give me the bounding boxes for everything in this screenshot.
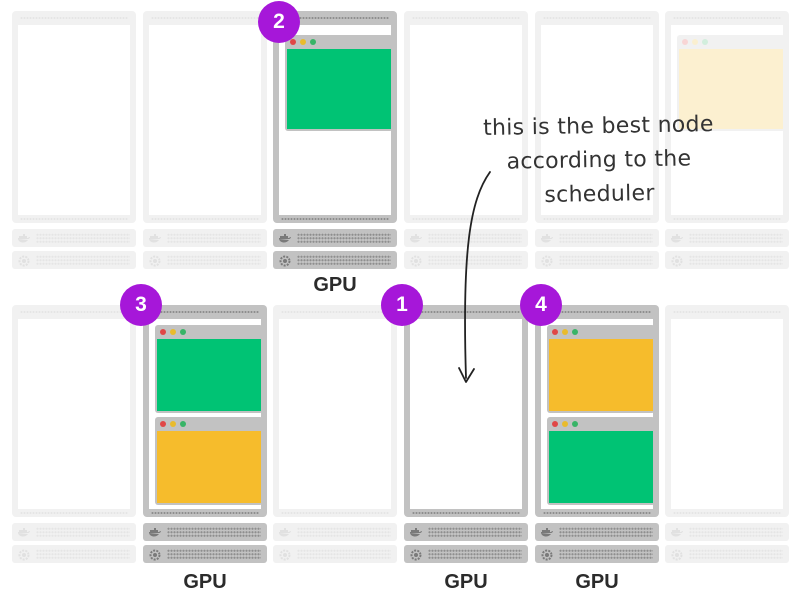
- close-dot-icon: [552, 421, 558, 427]
- gpu-label: GPU: [183, 571, 227, 593]
- annotation-line: this is the best node: [482, 111, 714, 142]
- gear-icon: [17, 548, 31, 561]
- maximize-dot-icon: [572, 421, 578, 427]
- minimize-dot-icon: [170, 421, 176, 427]
- app-window-yellow: [547, 325, 655, 413]
- node-r2c2-gpu: [143, 305, 267, 563]
- gear-icon: [540, 254, 554, 267]
- gpu-label: GPU: [444, 571, 488, 593]
- gear-icon: [278, 548, 292, 561]
- maximize-dot-icon: [180, 329, 186, 335]
- maximize-dot-icon: [310, 39, 316, 45]
- node-r1c1: [12, 11, 136, 269]
- node-r1c6: [665, 11, 789, 269]
- docker-whale-icon: [17, 526, 31, 538]
- gear-icon: [670, 254, 684, 267]
- step-badge-1: 1: [381, 284, 423, 326]
- minimize-dot-icon: [562, 329, 568, 335]
- app-window-green: [155, 325, 263, 413]
- node-r2c4-gpu-best: [404, 305, 528, 563]
- docker-whale-icon: [409, 232, 423, 244]
- step-badge-3: 3: [120, 284, 162, 326]
- node-r2c1: [12, 305, 136, 563]
- step-badge-4: 4: [520, 284, 562, 326]
- node-r2c6: [665, 305, 789, 563]
- node-r2c3: [273, 305, 397, 563]
- minimize-dot-icon: [562, 421, 568, 427]
- node-r2c5-gpu: [535, 305, 659, 563]
- docker-whale-icon: [540, 526, 554, 538]
- close-dot-icon: [160, 421, 166, 427]
- docker-whale-icon: [278, 232, 292, 244]
- maximize-dot-icon: [702, 39, 708, 45]
- gear-icon: [148, 548, 162, 561]
- minimize-dot-icon: [300, 39, 306, 45]
- maximize-dot-icon: [572, 329, 578, 335]
- docker-whale-icon: [17, 232, 31, 244]
- close-dot-icon: [290, 39, 296, 45]
- app-window-yellow: [155, 417, 263, 505]
- close-dot-icon: [160, 329, 166, 335]
- docker-whale-icon: [278, 526, 292, 538]
- gear-icon: [670, 548, 684, 561]
- minimize-dot-icon: [692, 39, 698, 45]
- node-r1c2: [143, 11, 267, 269]
- app-window-green: [285, 35, 393, 131]
- gear-icon: [17, 254, 31, 267]
- node-r1c5: [535, 11, 659, 269]
- close-dot-icon: [552, 329, 558, 335]
- docker-whale-icon: [148, 526, 162, 538]
- app-window-yellow: [677, 35, 785, 131]
- step-badge-2: 2: [258, 1, 300, 43]
- annotation-note: this is the best node according to the s…: [453, 107, 745, 214]
- docker-whale-icon: [409, 526, 423, 538]
- node-r1c3-gpu: [273, 11, 397, 269]
- minimize-dot-icon: [170, 329, 176, 335]
- maximize-dot-icon: [180, 421, 186, 427]
- gear-icon: [409, 254, 423, 267]
- gpu-label: GPU: [575, 571, 619, 593]
- docker-whale-icon: [670, 526, 684, 538]
- gear-icon: [148, 254, 162, 267]
- docker-whale-icon: [540, 232, 554, 244]
- close-dot-icon: [682, 39, 688, 45]
- gear-icon: [278, 254, 292, 267]
- app-window-green: [547, 417, 655, 505]
- gpu-label: GPU: [313, 274, 357, 296]
- node-r1c4: [404, 11, 528, 269]
- annotation-line: scheduler: [544, 181, 655, 208]
- gear-icon: [409, 548, 423, 561]
- gear-icon: [540, 548, 554, 561]
- docker-whale-icon: [148, 232, 162, 244]
- annotation-line: according to the: [506, 146, 692, 175]
- docker-whale-icon: [670, 232, 684, 244]
